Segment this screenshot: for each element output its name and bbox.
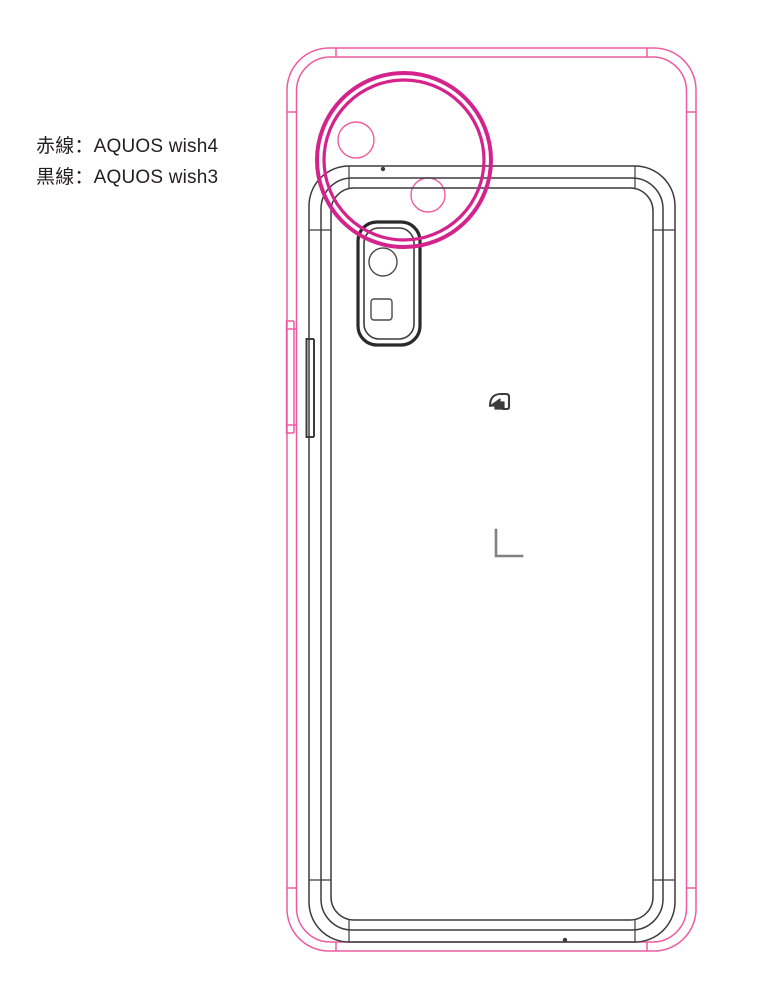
wish4-body-outer bbox=[286, 47, 697, 952]
wish3-body-inner bbox=[330, 187, 654, 921]
camera-lens-icon bbox=[368, 247, 398, 277]
legend-item-red-line: 赤線：AQUOS wish4 bbox=[36, 136, 219, 157]
legend-item-black-line: 黒線：AQUOS wish3 bbox=[36, 166, 219, 188]
wish4-sensor-circles bbox=[337, 121, 446, 213]
wish3-top-notch-dot bbox=[380, 166, 386, 172]
wish3-band-details bbox=[309, 166, 675, 943]
wish4-side-button bbox=[285, 320, 296, 434]
camera-module-outer bbox=[356, 220, 422, 347]
camera-area-highlight-circle bbox=[315, 71, 493, 249]
nfc-mark-body bbox=[488, 392, 511, 411]
legend: 赤線：AQUOS wish4 黒線：AQUOS wish3 bbox=[36, 132, 218, 194]
pink-circle-upper bbox=[337, 121, 375, 159]
wish4-side-button-outline bbox=[285, 320, 294, 434]
camera-module-group bbox=[356, 220, 422, 347]
wish3-bottom-notch-dot bbox=[562, 937, 568, 943]
l-mark-path bbox=[494, 528, 524, 558]
l-corner-registration-mark bbox=[494, 528, 524, 558]
highlight-ring-outer bbox=[315, 71, 493, 249]
felica-nfc-mark bbox=[488, 392, 511, 411]
highlight-ring-inner bbox=[322, 78, 486, 242]
wish4-body-inner bbox=[295, 56, 688, 943]
camera-module-inner bbox=[363, 227, 415, 340]
pink-circle-lower bbox=[410, 177, 446, 213]
wish3-side-button bbox=[305, 338, 315, 438]
wish3-body-mid bbox=[320, 177, 664, 931]
wish3-side-button-outline bbox=[305, 338, 314, 438]
camera-flash-icon bbox=[370, 298, 393, 321]
nfc-mark-arrow bbox=[489, 398, 505, 410]
